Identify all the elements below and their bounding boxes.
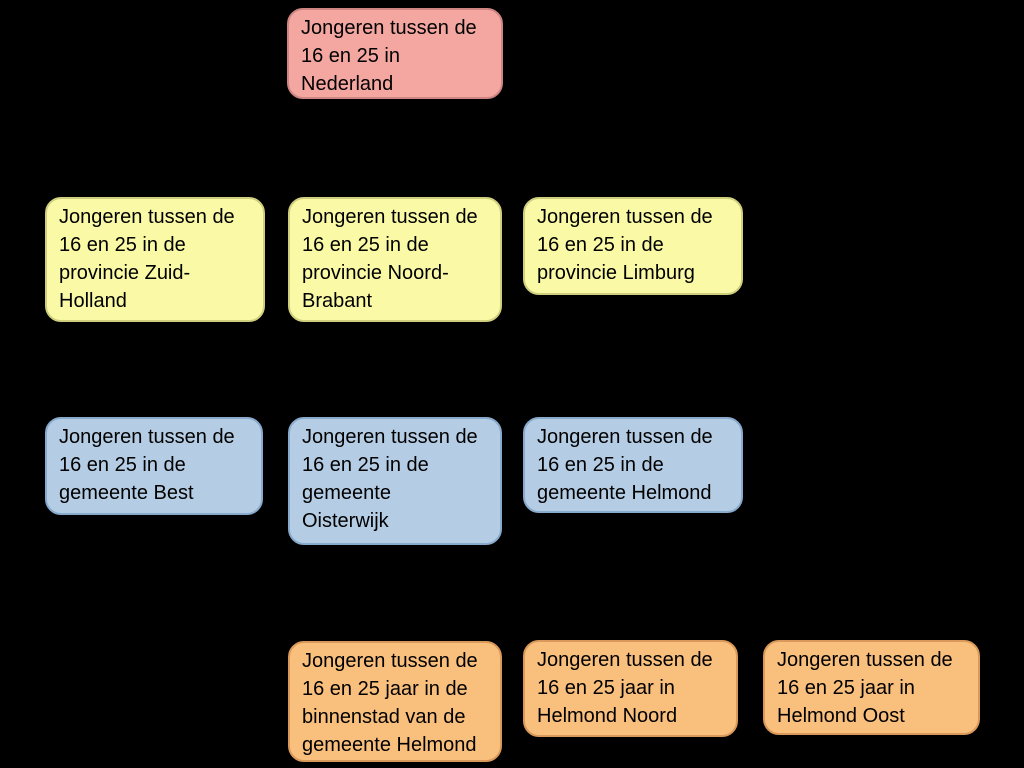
node-helmond-binnenstad: Jongeren tussen de 16 en 25 jaar in de b… bbox=[288, 641, 502, 762]
node-helmond: Jongeren tussen de 16 en 25 in de gemeen… bbox=[523, 417, 743, 513]
node-oisterwijk: Jongeren tussen de 16 en 25 in de gemeen… bbox=[288, 417, 502, 545]
node-limburg: Jongeren tussen de 16 en 25 in de provin… bbox=[523, 197, 743, 295]
node-noord-brabant: Jongeren tussen de 16 en 25 in de provin… bbox=[288, 197, 502, 322]
node-helmond-noord: Jongeren tussen de 16 en 25 jaar in Helm… bbox=[523, 640, 738, 737]
node-nederland: Jongeren tussen de 16 en 25 in Nederland bbox=[287, 8, 503, 99]
node-zuid-holland: Jongeren tussen de 16 en 25 in de provin… bbox=[45, 197, 265, 322]
node-best: Jongeren tussen de 16 en 25 in de gemeen… bbox=[45, 417, 263, 515]
node-helmond-oost: Jongeren tussen de 16 en 25 jaar in Helm… bbox=[763, 640, 980, 735]
